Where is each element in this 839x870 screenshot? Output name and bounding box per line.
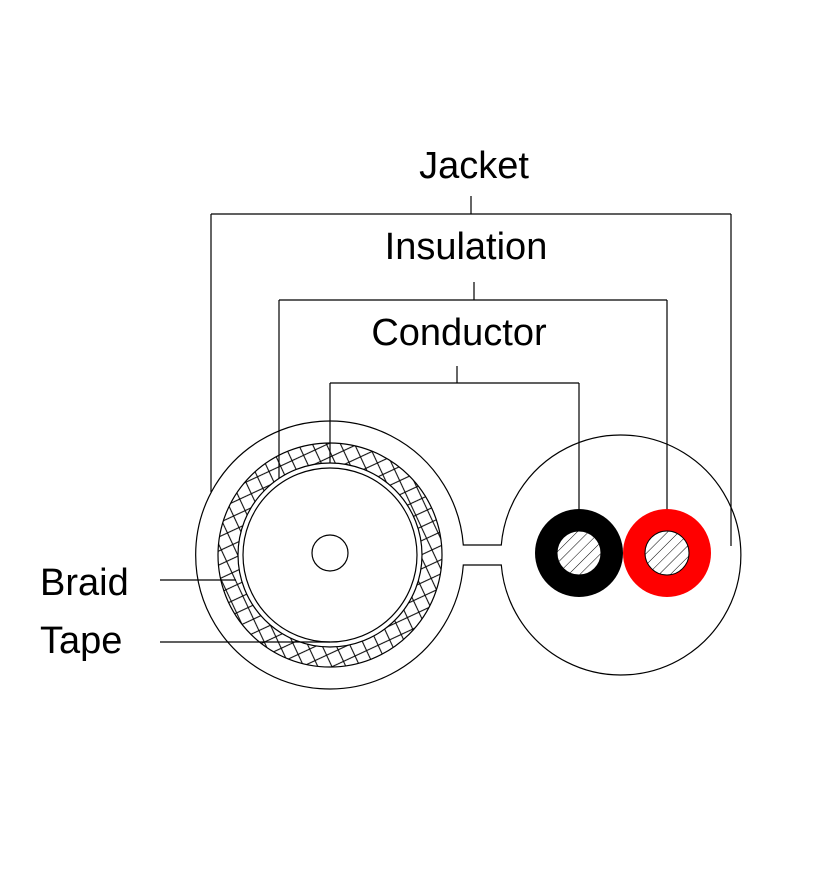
jacket-label: Jacket — [419, 145, 529, 187]
red-wire-conductor — [644, 530, 690, 576]
tape-label: Tape — [40, 620, 122, 662]
black-wire-conductor — [556, 530, 602, 576]
jacket-leader-lines — [210, 196, 732, 546]
power-pair — [535, 509, 711, 597]
conductor-label: Conductor — [371, 312, 547, 354]
insulation-label: Insulation — [385, 226, 548, 268]
coax-cable — [217, 442, 443, 668]
jacket-outline — [195, 420, 742, 690]
braid-label: Braid — [40, 562, 129, 604]
coax-center-conductor — [311, 534, 349, 572]
